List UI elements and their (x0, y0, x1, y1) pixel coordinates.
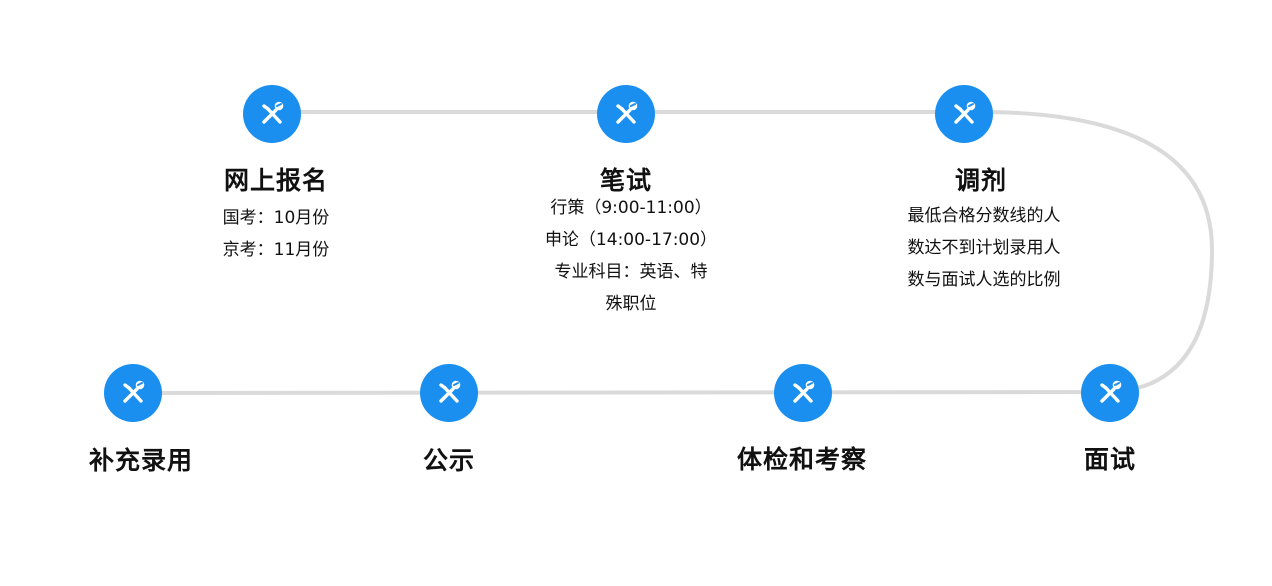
tools-icon (262, 101, 284, 124)
step-1-title: 网上报名 (223, 166, 328, 195)
tools-icon (793, 380, 815, 403)
step-5-node (774, 364, 832, 422)
step-2-desc-line: 专业科目：英语、特 (554, 262, 708, 282)
step-4-node (1081, 364, 1139, 422)
step-3-title: 调剂 (954, 166, 1007, 195)
step-1-desc-line: 京考：11月份 (222, 240, 330, 260)
tools-icon (123, 380, 145, 403)
step-4-title: 面试 (1083, 445, 1136, 474)
step-2-desc-line: 申论（14:00-17:00） (544, 230, 718, 250)
tools-icon (439, 380, 461, 403)
step-3-desc-line: 最低合格分数线的人 (907, 206, 1061, 226)
step-1-description: 国考：10月份 京考：11月份 (166, 202, 386, 266)
step-2-node (597, 85, 655, 143)
step-3-desc-line: 数与面试人选的比例 (907, 270, 1061, 290)
step-6-title: 公示 (422, 446, 475, 475)
step-2-desc-line: 殊职位 (605, 294, 657, 314)
step-6-node (420, 364, 478, 422)
step-1-node (243, 85, 301, 143)
step-7-node (104, 364, 162, 422)
step-2-description: 行策（9:00-11:00） 申论（14:00-17:00） 专业科目：英语、特… (516, 192, 746, 320)
step-2-desc-line: 行策（9:00-11:00） (550, 198, 712, 218)
tools-icon (616, 101, 638, 124)
step-3-node (935, 85, 993, 143)
step-1-desc-line: 国考：10月份 (222, 208, 330, 228)
tools-icon (1100, 380, 1122, 403)
step-3-desc-line: 数达不到计划录用人 (907, 238, 1061, 258)
step-2-title: 笔试 (599, 166, 652, 195)
step-5-title: 体检和考察 (736, 445, 867, 474)
step-3-description: 最低合格分数线的人 数达不到计划录用人 数与面试人选的比例 (876, 200, 1092, 296)
tools-icon (954, 101, 976, 124)
step-7-title: 补充录用 (88, 446, 193, 475)
